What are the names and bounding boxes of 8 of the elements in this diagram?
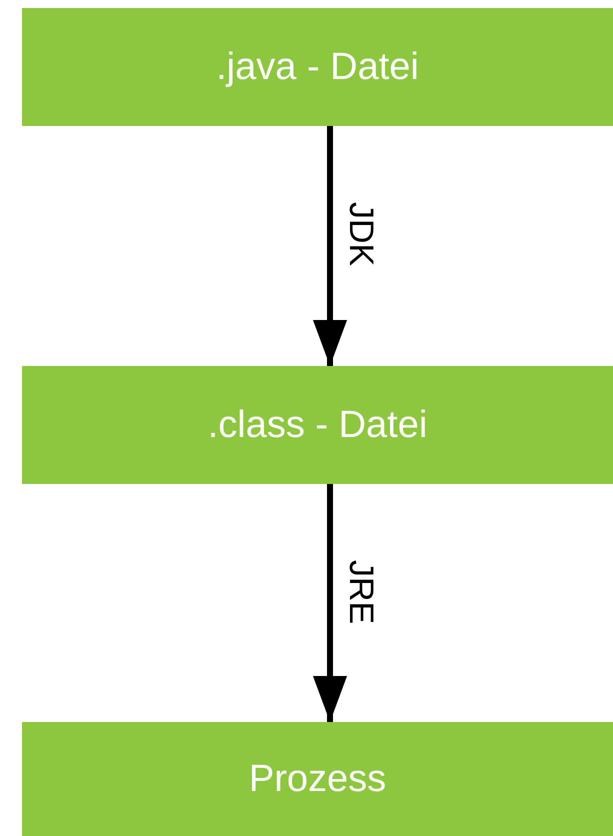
process-box [22, 8, 613, 126]
arrow [312, 484, 348, 722]
arrow [312, 126, 348, 366]
process-box [22, 366, 613, 484]
box-label: .java - Datei [216, 46, 419, 88]
box-label: Prozess [248, 758, 386, 800]
process-box [22, 722, 613, 836]
box-label: .class - Datei [208, 404, 428, 446]
